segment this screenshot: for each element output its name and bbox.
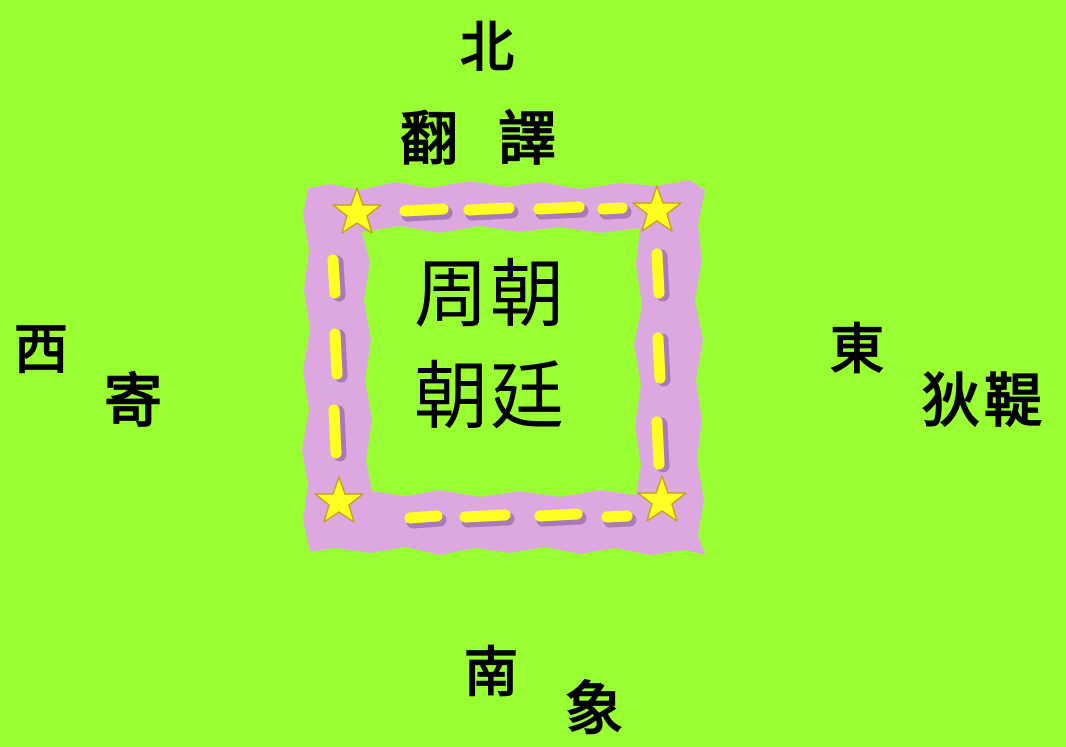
term-west: 寄 [104,367,167,435]
star-icon [314,476,364,523]
star-icon [637,475,687,522]
term-south: 象 [565,675,628,743]
direction-east: 東 [830,317,884,381]
star-icon [632,185,682,232]
direction-north: 北 [460,15,514,79]
center-line-2: 朝廷 [414,354,566,440]
center-line-1: 周朝 [414,252,566,338]
star-icon [332,187,382,234]
direction-west: 西 [14,317,68,381]
term-north: 翻 譯 [400,105,567,173]
direction-south: 南 [464,640,518,704]
term-east: 狄鞮 [922,367,1047,435]
